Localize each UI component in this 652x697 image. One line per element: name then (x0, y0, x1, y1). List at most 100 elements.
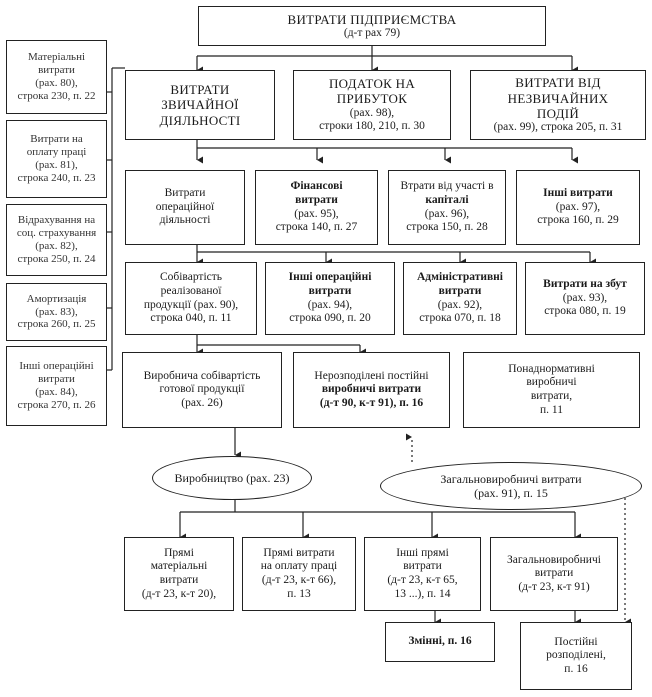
box-line: Витрати (164, 187, 206, 200)
side-line: Витрати на (30, 133, 83, 146)
side-box-social: Відрахування на соц. страхування (рах. 8… (6, 204, 107, 276)
box-production-cost: Виробнича собівартість готової продукції… (122, 352, 282, 428)
box-unallocated-fixed-overheads: Нерозподілені постійні виробничі витрати… (293, 352, 450, 428)
box-line: Собівартість (159, 271, 223, 284)
box-line: Прямі витрати (263, 546, 335, 559)
side-line: витрати (38, 373, 75, 386)
side-line: (рах. 81), (35, 159, 78, 171)
side-line: Відрахування на (17, 214, 96, 227)
box-line: Виробнича собівартість (143, 369, 261, 382)
box-general-production-costs: Загальновиробничі витрати (д-т 23, к-т 9… (490, 537, 618, 611)
box-line: витрати (534, 567, 574, 580)
box-line: ДІЯЛЬНОСТІ (159, 112, 241, 128)
box-line: діяльності (159, 214, 211, 227)
box-line: готової продукції (159, 383, 245, 396)
box-line: Змінні, п. 16 (408, 635, 472, 648)
box-other-expenses: Інші витрати (рах. 97), строка 160, п. 2… (516, 170, 640, 245)
side-box-amortization: Амортизація (рах. 83), строка 260, п. 25 (6, 283, 107, 341)
box-line: строка 080, п. 19 (544, 305, 626, 318)
box-ordinary-activity: ВИТРАТИ ЗВИЧАЙНОЇ ДІЯЛЬНОСТІ (125, 70, 275, 140)
box-financial-expenses: Фінансові витрати (рах. 95), строка 140,… (255, 170, 378, 245)
box-line: Інші витрати (543, 187, 613, 200)
box-line: продукції (рах. 90), (143, 298, 239, 311)
box-cost-of-sales: Собівартість реалізованої продукції (рах… (125, 262, 257, 335)
top-sub: (д-т рах 79) (343, 26, 401, 39)
box-line: (д-т 23, к-т 91) (518, 580, 590, 593)
side-line: строка 240, п. 23 (17, 171, 96, 184)
box-line: 13 ...), п. 14 (394, 587, 451, 600)
side-line: (рах. 80), (35, 77, 78, 89)
box-other-direct: Інші прямі витрати (д-т 23, к-т 65, 13 .… (364, 537, 481, 611)
side-line: (рах. 82), (35, 240, 78, 252)
box-administrative-expenses: Адміністративні витрати (рах. 92), строк… (403, 262, 517, 335)
side-line: строка 260, п. 25 (17, 318, 96, 331)
box-income-tax: ПОДАТОК НА ПРИБУТОК (рах. 98), строки 18… (293, 70, 451, 140)
ellipse-general-production-overheads: Загальновиробничі витрати (рах. 91), п. … (380, 462, 642, 510)
box-line: (д-т 23, к-т 65, (387, 574, 458, 586)
box-line: капіталі (425, 193, 469, 206)
box-line: (рах. 95), (294, 207, 339, 220)
box-line: Витрати на збут (543, 278, 627, 291)
box-direct-labor: Прямі витрати на оплату праці (д-т 23, к… (242, 537, 356, 611)
box-direct-material: Прямі матеріальні витрати (д-т 23, к-т 2… (124, 537, 234, 611)
box-line: (д-т 23, к-т 20), (141, 587, 217, 600)
side-line: витрати (38, 64, 75, 77)
side-line: Матеріальні (27, 51, 86, 64)
ellipse-line: (рах. 91), п. 15 (474, 486, 548, 500)
box-line: ПОДАТОК НА (328, 76, 416, 92)
box-line: виробничі витрати (321, 383, 422, 396)
box-line: (рах. 99), строка 205, п. 31 (493, 121, 623, 134)
box-line: строка 090, п. 20 (289, 312, 371, 325)
box-line: витрати, (530, 390, 573, 402)
box-line: ПРИБУТОК (336, 91, 408, 107)
box-operating-activity: Витрати операційної діяльності (125, 170, 245, 245)
ellipse-production: Виробництво (рах. 23) (152, 456, 312, 500)
box-capital-participation-losses: Втрати від участі в капіталі (рах. 96), … (388, 170, 506, 245)
box-line: строки 180, 210, п. 30 (319, 120, 425, 133)
top-box-enterprise-expenses: ВИТРАТИ ПІДПРИЄМСТВА (д-т рах 79) (198, 6, 546, 46)
box-line: (рах. 98), (349, 106, 395, 119)
box-line: матеріальні (150, 560, 208, 573)
box-line: строка 150, п. 28 (406, 221, 488, 234)
box-line: строка 040, п. 11 (150, 312, 232, 325)
box-line: (рах. 96), (424, 207, 470, 220)
box-line: Інші прямі (396, 546, 449, 559)
box-line: (д-т 23, к-т 66), (261, 574, 337, 586)
box-fixed-allocated: Постійні розподілені, п. 16 (520, 622, 632, 690)
side-line: Амортизація (26, 292, 87, 305)
box-line: строка 070, п. 18 (419, 312, 501, 325)
side-box-labor: Витрати на оплату праці (рах. 81), строк… (6, 120, 107, 198)
box-line: реалізованої (160, 284, 222, 297)
side-line: (рах. 84), (35, 386, 78, 398)
box-line: Постійні (554, 635, 598, 648)
box-line: Фінансові (290, 180, 343, 193)
box-line: (рах. 93), (562, 291, 608, 304)
box-line: п. 16 (564, 662, 588, 675)
ellipse-line: Виробництво (рах. 23) (174, 470, 290, 485)
box-line: Понаднормативні (508, 362, 595, 375)
box-line: розподілені, (546, 649, 606, 662)
side-line: строка 250, п. 24 (17, 252, 96, 265)
box-line: ПОДІЙ (536, 105, 580, 121)
box-line: (д-т 90, к-т 91), п. 16 (319, 396, 424, 409)
box-line: Інші операційні (288, 271, 372, 284)
box-line: витрати (295, 193, 338, 206)
box-line: Нерозподілені постійні (314, 369, 429, 382)
side-line: (рах. 83), (35, 305, 78, 318)
box-line: (рах. 94), (307, 298, 353, 311)
box-line: Загальновиробничі (507, 553, 601, 566)
box-line: строка 160, п. 29 (537, 214, 619, 227)
box-extraordinary-events: ВИТРАТИ ВІД НЕЗВИЧАЙНИХ ПОДІЙ (рах. 99),… (470, 70, 646, 140)
box-line: п. 13 (287, 587, 311, 600)
box-line: НЕЗВИЧАЙНИХ (507, 90, 609, 106)
box-other-operating-expenses: Інші операційні витрати (рах. 94), строк… (265, 262, 395, 335)
box-line: ЗВИЧАЙНОЇ (161, 97, 239, 113)
box-line: п. 11 (540, 403, 563, 416)
ellipse-line: Загальновиробничі витрати (440, 471, 582, 486)
side-line: оплату праці (26, 146, 87, 159)
side-box-material: Матеріальні витрати (рах. 80), строка 23… (6, 40, 107, 114)
box-line: на оплату праці (260, 560, 338, 573)
side-box-other-operating: Інші операційні витрати (рах. 84), строк… (6, 346, 107, 426)
box-line: Прямі (164, 546, 194, 559)
